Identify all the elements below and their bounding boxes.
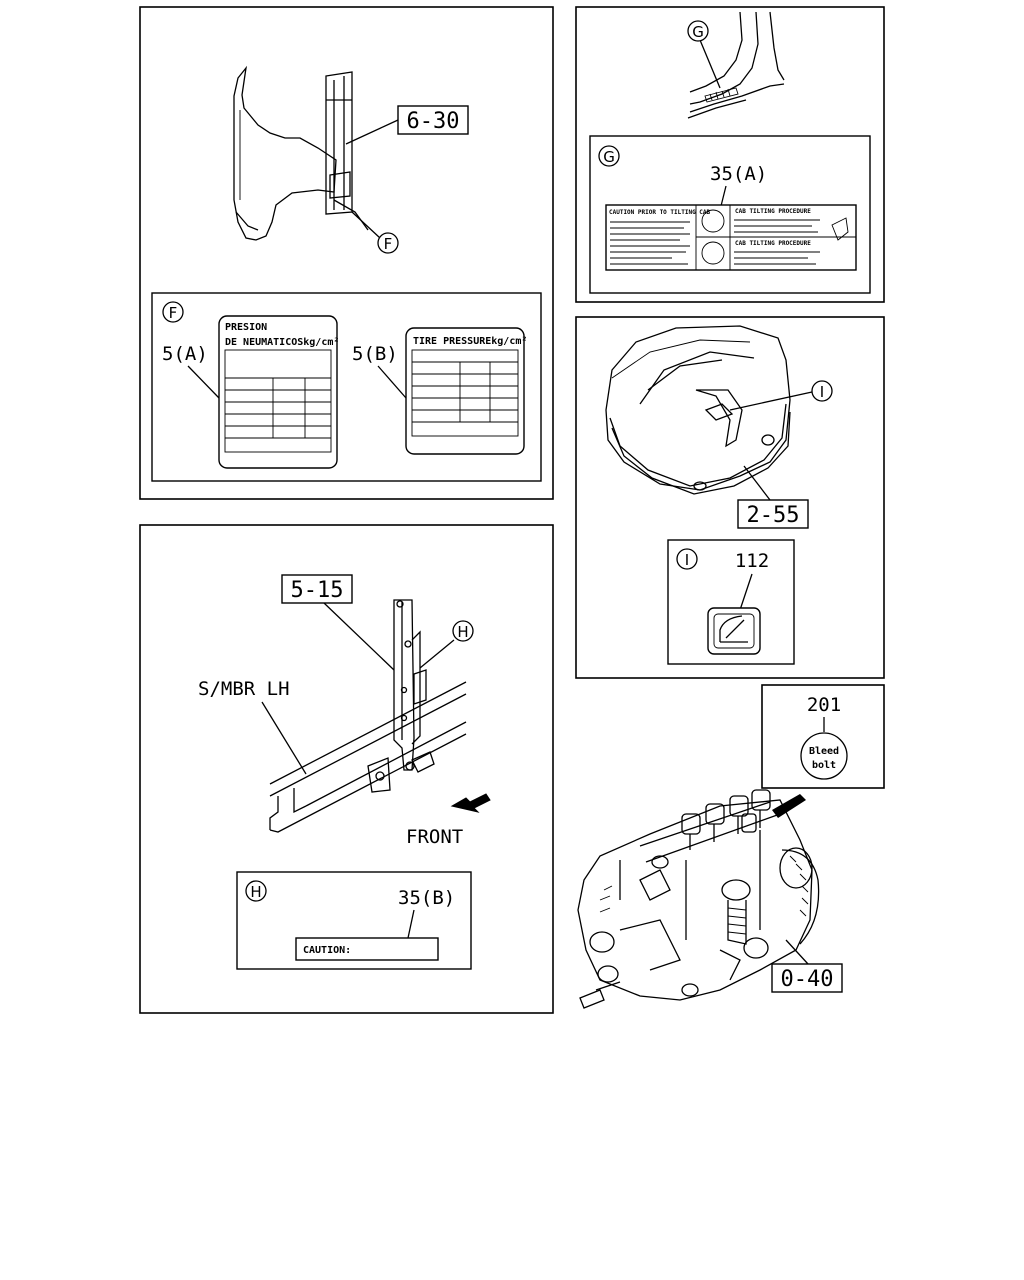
detail-f-marker-circle <box>162 301 184 323</box>
marker-h: H <box>457 623 468 641</box>
callout-5a: 5(A) <box>162 343 208 365</box>
detail-g-marker-circle <box>598 145 620 167</box>
callout-35b: 35(B) <box>398 887 455 909</box>
bleed-bolt-badge <box>800 732 848 780</box>
tire-label-spanish <box>218 315 338 469</box>
presion-line2: DE NEUMATICOSkg/cm² <box>225 337 339 348</box>
cab-tilt-caution-label: CAUTION PRIOR TO TILTING CAB CAB TILTING… <box>605 204 857 271</box>
callout-6-30: 6-30 <box>407 109 460 134</box>
bleed-line2: bolt <box>812 760 836 771</box>
detail-i-marker: I <box>685 551 689 569</box>
tire-label-english <box>405 327 525 455</box>
tilt-icon-label <box>707 607 761 655</box>
callout-35a: 35(A) <box>710 163 767 185</box>
tire-label-spanish-grid <box>224 349 332 453</box>
callout-box-5-15 <box>281 574 353 604</box>
cab-corner-drawing <box>687 11 785 119</box>
callout-112: 112 <box>735 550 769 572</box>
side-member-drawing <box>269 599 467 833</box>
cab-tilting-text-1: CAB TILTING PROCEDURE <box>735 208 811 215</box>
callout-201: 201 <box>807 694 841 716</box>
detail-g-marker: G <box>603 148 615 166</box>
detail-h-marker-circle <box>245 880 267 902</box>
bleed-line1: Bleed <box>809 746 839 757</box>
callout-box-2-55 <box>737 499 809 529</box>
presion-line1: PRESION <box>225 322 267 333</box>
door-pillar-drawing <box>233 65 369 241</box>
marker-f-circle <box>377 232 399 254</box>
marker-f: F <box>384 235 393 253</box>
marker-h-circle <box>452 620 474 642</box>
engine-cover-drawing <box>605 325 791 495</box>
cab-tilting-text-2: CAB TILTING PROCEDURE <box>735 240 811 247</box>
marker-g-circle <box>687 20 709 42</box>
caution-text: CAUTION: <box>303 945 351 956</box>
callout-5-15: 5-15 <box>291 578 344 603</box>
detail-h-marker: H <box>250 883 261 901</box>
callout-box-0-40 <box>771 963 843 993</box>
marker-i: I <box>820 383 824 401</box>
callout-2-55: 2-55 <box>747 503 800 528</box>
marker-i-circle <box>811 380 833 402</box>
detail-i-marker-circle <box>676 548 698 570</box>
callout-5b: 5(B) <box>352 343 398 365</box>
smbr-lh-label: S/MBR LH <box>198 678 290 700</box>
marker-g: G <box>692 23 704 41</box>
caution-label <box>295 937 439 961</box>
front-arrow <box>450 793 491 813</box>
callout-0-40: 0-40 <box>781 967 834 992</box>
caution-tilting-text: CAUTION PRIOR TO TILTING CAB <box>609 209 711 216</box>
tire-pressure-label: TIRE PRESSUREkg/cm² <box>413 336 527 347</box>
front-label: FRONT <box>406 826 463 848</box>
callout-box-6-30 <box>397 105 469 135</box>
tire-label-english-grid <box>411 349 519 437</box>
detail-f-marker: F <box>169 304 178 322</box>
